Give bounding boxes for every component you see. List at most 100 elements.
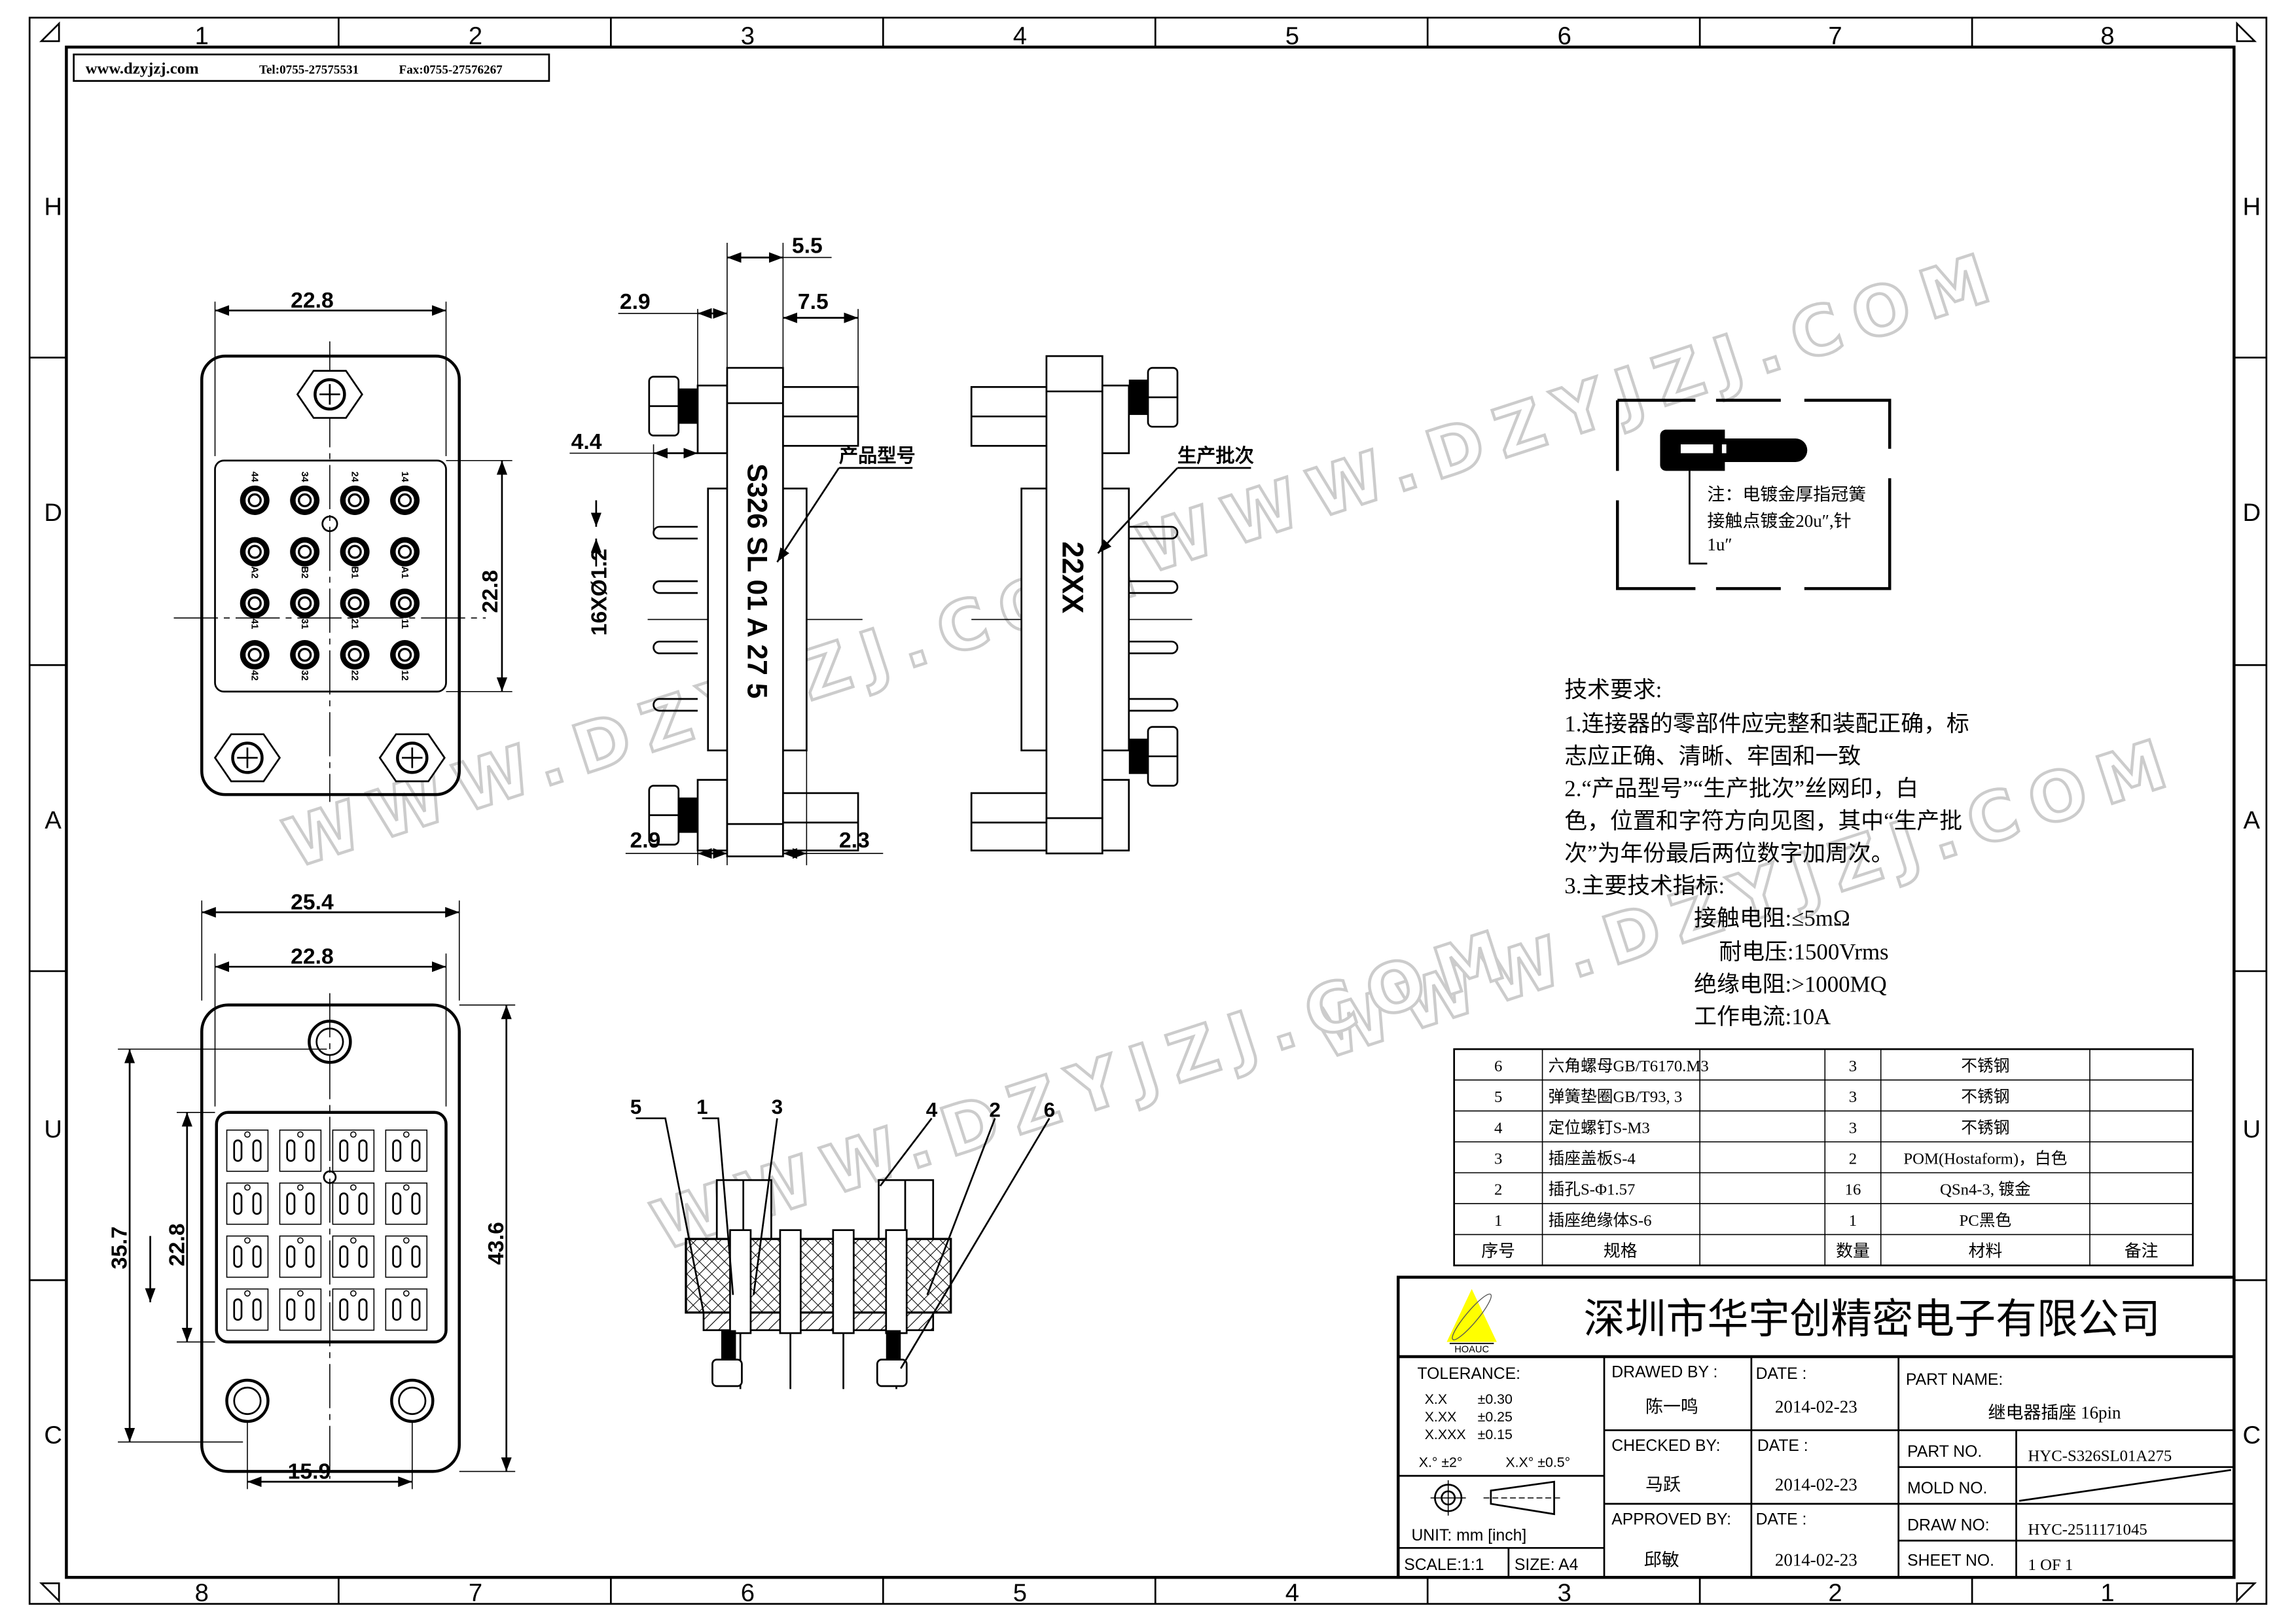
draw-no: HYC-2511171045 — [2028, 1521, 2147, 1539]
contact-cavity — [385, 1129, 428, 1172]
approved-by-label: APPROVED BY: — [1611, 1510, 1731, 1528]
tech-req-line: 1.连接器的零部件应完整和装配正确，标 — [1564, 711, 1969, 736]
drawed-by-label: DRAWED BY : — [1611, 1364, 1717, 1382]
pin-label: 32 — [299, 670, 310, 681]
date-label: DATE : — [1756, 1365, 1807, 1383]
pin-socket: A2 — [240, 537, 270, 579]
tolerance-value: ±0.25 — [1478, 1409, 1513, 1425]
pin-label: 22 — [350, 670, 360, 681]
tolerance-value: ±0.30 — [1478, 1391, 1513, 1407]
frame-row-label: H — [44, 192, 62, 221]
tech-spec: 绝缘电阻:>1000MQ — [1694, 971, 1887, 997]
frame-column-label: 6 — [1558, 22, 1571, 50]
table-header: 规格 — [1604, 1241, 1638, 1260]
pin-label: B1 — [350, 566, 360, 579]
frame-row-label: C — [44, 1421, 62, 1450]
checked-by-label: CHECKED BY: — [1611, 1437, 1720, 1455]
table-cell: 6 — [1494, 1058, 1502, 1075]
dimension-label: 2.9 — [620, 289, 651, 314]
pin-label: 31 — [299, 618, 310, 629]
dimension-label: 43.6 — [484, 1222, 509, 1265]
note-line: 注：电镀金厚指冠簧 — [1707, 484, 1866, 504]
balloon-label: 1 — [696, 1096, 708, 1118]
hex-nut-icon — [213, 733, 281, 783]
table-cell: 不锈钢 — [1961, 1057, 2009, 1075]
angle-tolerance: X.° ±2° — [1419, 1455, 1463, 1471]
pin-socket: B2 — [290, 537, 320, 579]
first-angle-projection-icon — [1430, 1480, 1560, 1516]
table-cell: 3 — [1494, 1150, 1502, 1168]
contact-cavity — [226, 1288, 269, 1331]
tech-spec: 耐电压:1500Vrms — [1719, 939, 1888, 965]
svg-text:WWW.DZYJZJ.COM: WWW.DZYJZJ.COM — [1129, 236, 2013, 590]
pin-label: A1 — [399, 566, 410, 579]
plating-note: 注：电镀金厚指冠簧 接触点镀金20u″,针 1u″ — [1615, 399, 1892, 590]
table-cell: 不锈钢 — [1961, 1088, 2009, 1106]
table-cell: 3 — [1849, 1088, 1857, 1106]
scale-label: SCALE:1:1 — [1404, 1556, 1484, 1574]
approved-date: 2014-02-23 — [1775, 1550, 1857, 1569]
pin-label: 41 — [249, 618, 260, 629]
part-no-label: PART NO. — [1907, 1443, 1982, 1461]
table-cell: 插座绝缘体S-6 — [1549, 1211, 1652, 1230]
note-line: 接触点镀金20u″,针 — [1707, 511, 1851, 531]
model-label: 产品型号 — [839, 445, 916, 467]
table-cell: 16 — [1845, 1181, 1861, 1199]
table-cell: 插座盖板S-4 — [1549, 1149, 1636, 1168]
frame-row-label: A — [2244, 806, 2261, 834]
tech-req-line: 志应正确、清晰、牢固和一致 — [1564, 743, 1861, 769]
checked-date: 2014-02-23 — [1775, 1475, 1857, 1495]
contact-cavity — [332, 1288, 375, 1331]
frame-column-label: 1 — [2100, 1578, 2114, 1607]
pin-socket: 42 — [240, 640, 270, 681]
table-cell: 不锈钢 — [1961, 1118, 2009, 1137]
contact-cavity — [279, 1129, 322, 1172]
table-cell: 4 — [1494, 1119, 1502, 1137]
balloon-label: 3 — [772, 1096, 783, 1118]
frame-column-label: 3 — [741, 22, 755, 50]
pin-socket: 14 — [390, 471, 420, 515]
pin-label: 42 — [249, 670, 260, 681]
pin-socket: 31 — [290, 588, 320, 629]
pin-socket: 11 — [390, 588, 420, 629]
tolerance-label: TOLERANCE: — [1417, 1365, 1520, 1383]
website-text: www.dzyjzj.com — [86, 60, 199, 77]
pin-socket: 12 — [390, 640, 420, 681]
contact-cavity — [226, 1235, 269, 1278]
side-view: S326 SL 01 A 27 5 产品型号 5.5 7.5 2.9 4.4 1… — [569, 234, 916, 866]
note-line: 1u″ — [1707, 535, 1732, 554]
frame-row-label: H — [2243, 192, 2261, 221]
section-view: 5 1 3 4 2 6 — [630, 1096, 1055, 1389]
rear-view: 22XX 生产批次 — [970, 355, 1254, 855]
tech-req-title: 技术要求: — [1564, 677, 1662, 703]
contact-cavity — [385, 1235, 428, 1278]
frame-row-label: D — [44, 499, 62, 527]
tolerance-spec: X.XXX — [1425, 1427, 1466, 1442]
logo-brand: HOAUC — [1454, 1344, 1489, 1355]
table-header: 数量 — [1836, 1241, 1870, 1260]
hex-nut-icon — [378, 733, 446, 783]
pin-socket: A1 — [390, 537, 420, 579]
contact-cavity — [332, 1182, 375, 1225]
part-name-label: PART NAME: — [1906, 1371, 2003, 1389]
dimension-label: 35.7 — [107, 1226, 132, 1270]
frame-column-label: 2 — [469, 22, 482, 50]
tech-req-line: 3.主要技术指标: — [1564, 873, 1725, 899]
dimension-label: 25.4 — [291, 890, 334, 915]
part-name: 继电器插座 16pin — [1988, 1402, 2122, 1422]
table-cell: 3 — [1849, 1119, 1857, 1137]
fax-text: Fax:0755-27576267 — [399, 63, 503, 77]
dimension-label: 2.3 — [839, 828, 870, 853]
contact-cavity — [226, 1182, 269, 1225]
contact-header: www.dzyjzj.com Tel:0755-27575531 Fax:075… — [73, 53, 550, 82]
contact-cavity — [332, 1129, 375, 1172]
tech-spec: 工作电流:10A — [1694, 1004, 1831, 1029]
frame-row-label: C — [2243, 1421, 2261, 1450]
table-cell: 1 — [1494, 1212, 1502, 1230]
tech-req-line: 2.“产品型号”“生产批次”丝网印，白 — [1564, 776, 1918, 801]
